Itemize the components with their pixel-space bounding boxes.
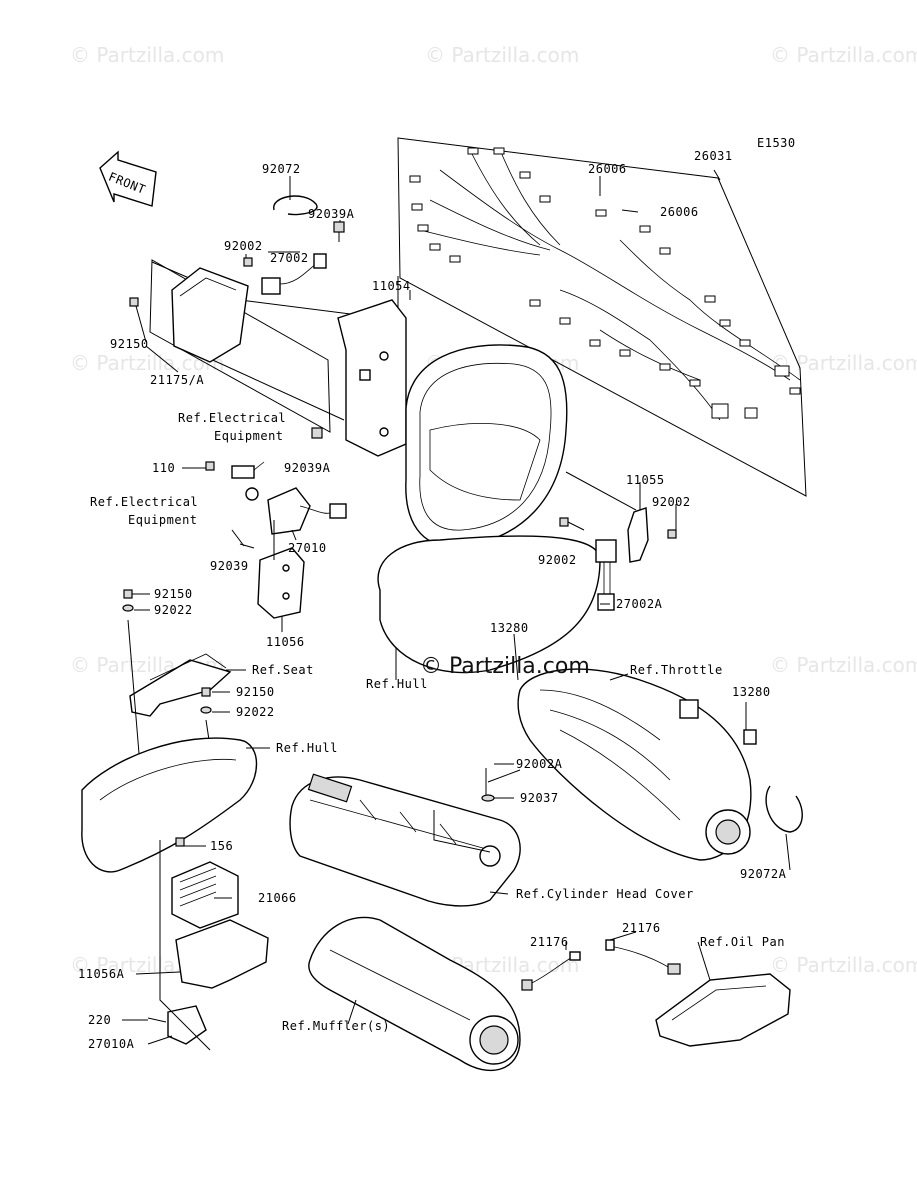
label-ref-electrical-2a: Ref.Electrical [90,495,198,509]
label-21175a: 21175/A [150,373,204,387]
muffler [308,916,521,1071]
label-92002-l: 92002 [538,553,577,567]
part-labels: 92072 92039A 92002 27002 11054 92150 211… [78,149,787,1051]
bracket-11054 [337,299,407,457]
washer-92022-b [200,706,212,714]
label-110: 110 [152,461,175,475]
label-ref-electrical-2b: Equipment [128,513,198,527]
hull-opening [377,344,601,680]
label-92039: 92039 [210,559,249,573]
label-ref-oil-pan: Ref.Oil Pan [700,935,785,949]
label-ref-hull-2: Ref.Hull [276,741,338,755]
bracket-11056 [257,547,305,619]
label-27002: 27002 [270,251,309,265]
label-92037: 92037 [520,791,559,805]
screw-92039 [231,529,245,547]
relay-27010a [147,1005,207,1045]
electrical-box-21175 [171,267,249,363]
label-92022-a: 92022 [154,603,193,617]
watermark-1: © Partzilla.com [70,43,224,67]
bolt-92002-top [243,257,253,267]
label-11056: 11056 [266,635,305,649]
label-13280-b: 13280 [732,685,771,699]
label-21176-a: 21176 [530,935,569,949]
label-ref-electrical-1b: Equipment [214,429,284,443]
leader-lines [122,169,791,1045]
bracket-11055 [627,507,677,563]
bolt-92150-top [129,297,139,307]
label-26006-a: 26006 [588,162,627,176]
label-13280-a: 13280 [490,621,529,635]
label-92072: 92072 [262,162,301,176]
label-92039a-mid: 92039A [284,461,331,475]
label-92150-top: 92150 [110,337,149,351]
front-arrow-icon: FRONT [99,150,157,207]
label-220: 220 [88,1013,111,1027]
hull-lower [81,737,258,873]
sensor-21176-a [521,951,581,991]
label-26006-b: 26006 [660,205,699,219]
clamp-92072a [765,785,803,833]
sensor-21176-b [605,939,681,975]
label-21066: 21066 [258,891,297,905]
washer-92022-a [122,604,134,612]
label-27002a: 27002A [616,597,663,611]
bolt-92039a-mid [311,427,323,439]
label-ref-cylinder-head-cover: Ref.Cylinder Head Cover [516,887,694,901]
bolt-92150-b [201,687,211,697]
watermark-8: © Partzilla.com [770,653,917,677]
label-27010a: 27010A [88,1037,135,1051]
label-92022-b: 92022 [236,705,275,719]
label-92002a: 92002A [516,757,563,771]
fuse-holder-110 [205,461,265,479]
watermark-11: © Partzilla.com [770,953,917,977]
label-ref-hull-1: Ref.Hull [366,677,428,691]
watermark-3: © Partzilla.com [770,43,917,67]
label-ref-seat: Ref.Seat [252,663,314,677]
regulator-21066 [171,837,239,929]
relay-27002 [261,253,327,295]
watermark-6: © Partzilla.com [770,351,917,375]
label-92150-b: 92150 [236,685,275,699]
intake-throttle [517,668,757,861]
cylinder-head-cover [289,768,521,907]
watermark-2: © Partzilla.com [425,43,579,67]
label-92002-r: 92002 [652,495,691,509]
label-92150-a: 92150 [154,587,193,601]
bracket-11056a [175,919,269,989]
clamp-92072 [273,195,318,216]
label-ref-mufflers: Ref.Muffler(s) [282,1019,390,1033]
label-ref-throttle: Ref.Throttle [630,663,723,677]
label-26031: 26031 [694,149,733,163]
label-92002-top: 92002 [224,239,263,253]
center-watermark: © Partzilla.com [420,654,590,679]
label-11056a: 11056A [78,967,125,981]
diagram-code: E1530 [757,136,796,150]
bolt-92039a-top [333,221,345,242]
wiring-harness-26031 [397,137,807,497]
label-11055: 11055 [626,473,665,487]
relay-27010 [245,487,347,535]
label-92072a: 92072A [740,867,787,881]
oil-pan [655,973,791,1047]
label-ref-electrical-1a: Ref.Electrical [178,411,286,425]
label-27010: 27010 [288,541,327,555]
seat-bracket [129,653,232,717]
bolt-92150-a [123,589,133,599]
label-21176-b: 21176 [622,921,661,935]
label-156: 156 [210,839,233,853]
label-11054: 11054 [372,279,411,293]
label-92039a-top: 92039A [308,207,355,221]
